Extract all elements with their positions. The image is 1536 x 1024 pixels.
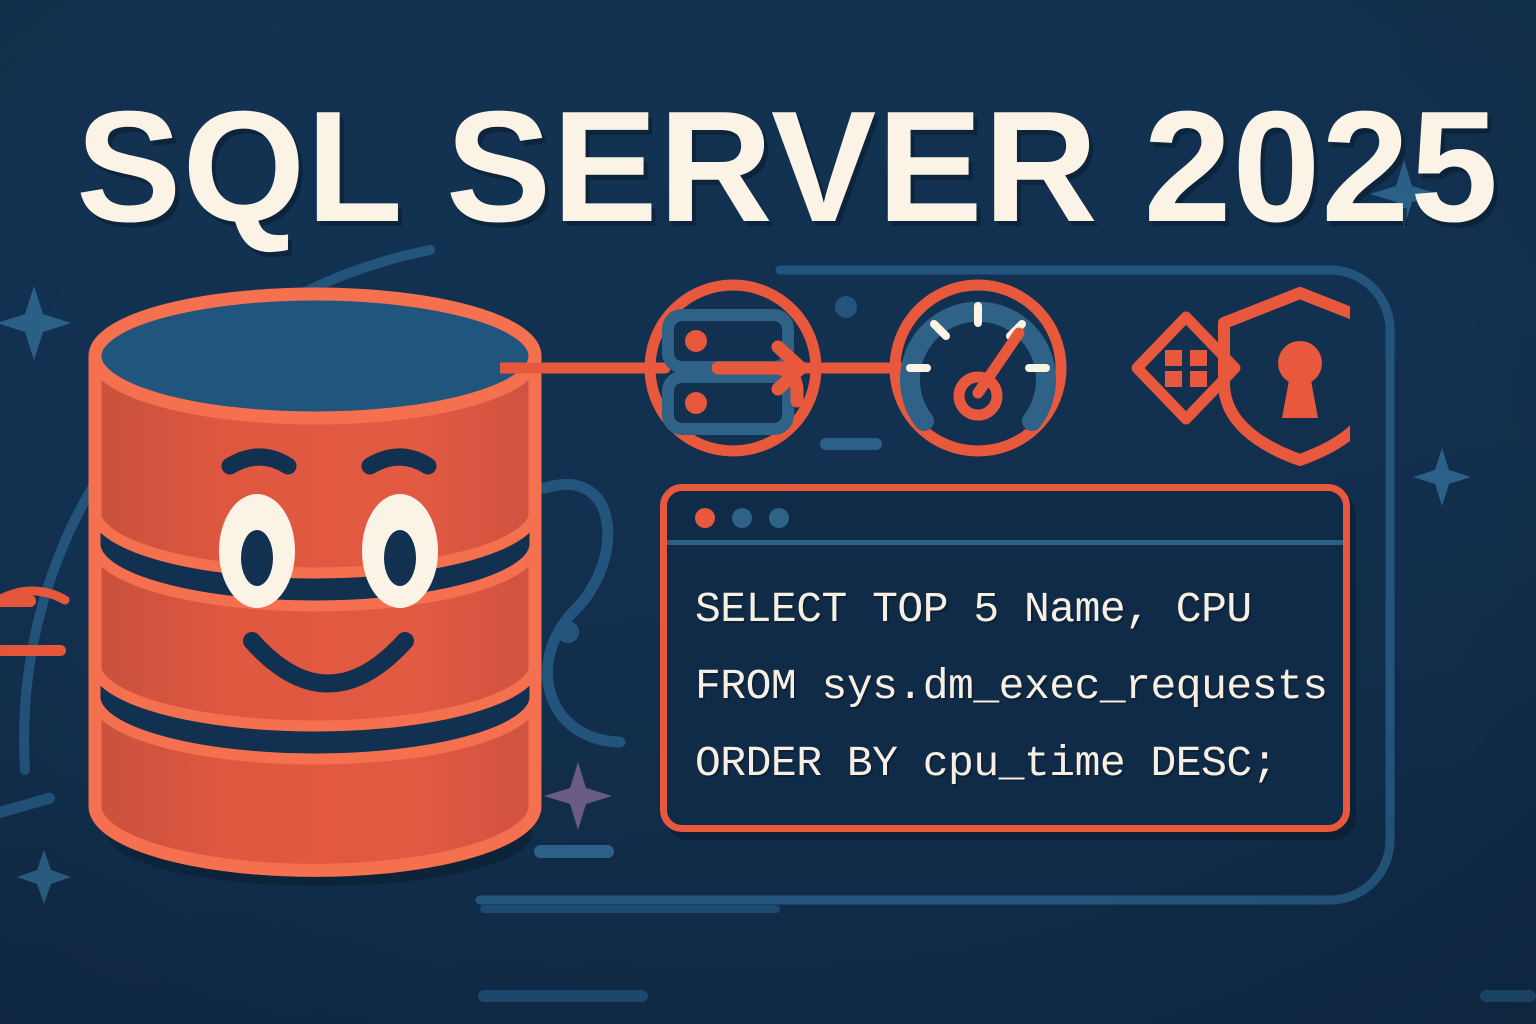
code-line: FROM sys.dm_exec_requests [695, 662, 1328, 711]
decor-dash-blue-6 [1480, 990, 1536, 1002]
decor-dash-blue-3 [480, 905, 780, 913]
decor-dash-orange-1 [0, 595, 36, 607]
close-dot-icon[interactable] [695, 508, 715, 528]
decor-dash-blue-5 [478, 990, 648, 1002]
database-mascot [70, 286, 560, 886]
decor-arc-orange [0, 586, 70, 605]
maximize-dot-icon[interactable] [769, 508, 789, 528]
decor-dash-orange-2 [0, 645, 66, 656]
icon-platform[interactable] [1131, 311, 1241, 425]
icon-performance[interactable] [889, 279, 1067, 457]
code-line: SELECT TOP 5 Name, CPU [695, 585, 1252, 634]
server-arrow-icon-ring [644, 279, 822, 457]
icon-security[interactable] [1218, 287, 1382, 466]
code-line: ORDER BY cpu_time DESC; [695, 739, 1278, 788]
minimize-dot-icon[interactable] [732, 508, 752, 528]
page-title: SQL SERVER 2025 [76, 79, 1500, 255]
gauge-icon [900, 301, 1056, 431]
code-window-titlebar [667, 491, 1343, 545]
sparkle-icon [1413, 448, 1471, 506]
decor-dash-blue-4 [0, 792, 56, 819]
mascot-body [88, 349, 542, 877]
mascot-band-2 [95, 663, 535, 765]
diamond-grid-icon [1131, 311, 1241, 425]
sparkle-icon [17, 850, 71, 904]
mascot-pupil-right [384, 530, 416, 586]
mascot-top-disc [88, 287, 542, 425]
sparkle-icon [0, 286, 71, 360]
mascot-eyebrow-right [361, 448, 437, 475]
decor-dot-1 [557, 621, 579, 643]
code-body[interactable]: SELECT TOP 5 Name, CPU FROM sys.dm_exec_… [667, 545, 1343, 802]
mascot-pupil-left [241, 530, 273, 586]
server-rows-arrow-icon [662, 309, 808, 435]
feature-icon-row [494, 255, 1382, 485]
icon-data-migration[interactable] [644, 279, 822, 457]
shield-keyhole-icon [1218, 287, 1382, 466]
mascot-eyebrow-left [221, 448, 297, 475]
code-window[interactable]: SELECT TOP 5 Name, CPU FROM sys.dm_exec_… [660, 484, 1350, 832]
mascot-smile [243, 632, 414, 693]
gauge-icon-ring [889, 279, 1067, 457]
